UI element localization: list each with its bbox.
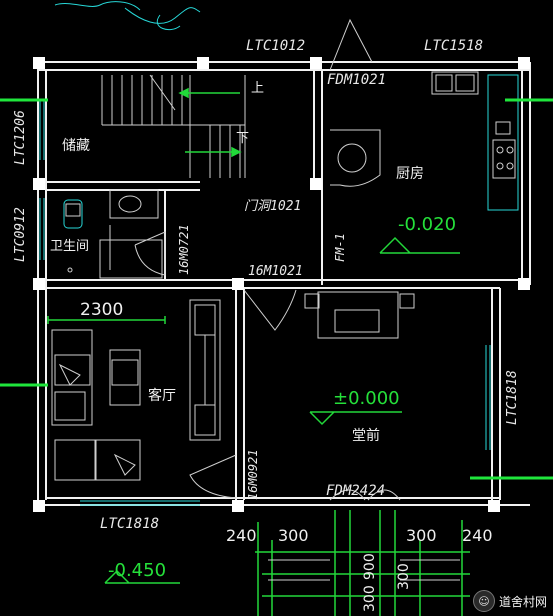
watermark: ☺ 道舍村网 xyxy=(472,590,547,612)
right-window xyxy=(485,345,491,450)
door-label-fm: FM-1 xyxy=(333,233,347,262)
watermark-text: 道舍村网 xyxy=(498,594,547,609)
level-label-hall: ±0.000 xyxy=(333,388,400,409)
room-label-kitchen: 厨房 xyxy=(396,166,424,182)
window-label-top-right: LTC1518 xyxy=(424,38,483,54)
dimension-label-300-right: 300 xyxy=(406,526,437,545)
main-door-swing xyxy=(329,489,401,501)
dimension-label-900-vertical: 900 xyxy=(362,553,378,580)
window-label-bottom: LTC1818 xyxy=(100,516,159,532)
door-label-bath: 16M0721 xyxy=(177,224,191,275)
dimension-label-300-vertical-1: 300 xyxy=(362,585,378,612)
door-label-main: FDM2424 xyxy=(326,483,385,499)
green-marks xyxy=(0,98,553,480)
window-label-top-left: LTC1012 xyxy=(246,38,305,54)
living-door-swing xyxy=(189,289,297,499)
stair-label-up: 上 xyxy=(251,81,264,96)
walls xyxy=(37,61,531,506)
stair-label-down: 下 xyxy=(236,131,249,146)
bottom-window xyxy=(80,500,200,506)
dimension-label-300-left: 300 xyxy=(278,526,309,545)
stair-arrows xyxy=(178,87,242,158)
room-label-bath: 卫生间 xyxy=(50,239,89,254)
stair-step-lines xyxy=(268,559,460,581)
dimension-living xyxy=(47,316,166,324)
room-label-living: 客厅 xyxy=(148,387,176,404)
kitchen-door-swing xyxy=(329,18,381,187)
garden-decoration xyxy=(54,1,201,30)
left-windows xyxy=(39,100,45,260)
door-label-center: 16M1021 xyxy=(248,264,303,279)
level-label-outside: -0.450 xyxy=(108,560,166,581)
door-label-opening: 门洞1021 xyxy=(244,199,301,214)
dimension-label-240-left: 240 xyxy=(226,526,257,545)
dimension-label-240-right: 240 xyxy=(462,526,493,545)
living-furniture xyxy=(51,299,221,481)
window-label-right: LTC1818 xyxy=(505,370,520,425)
wechat-icon: ☺ xyxy=(472,590,495,612)
front-steps xyxy=(255,510,470,616)
staircase xyxy=(101,74,246,178)
door-label-kitchen: FDM1021 xyxy=(327,72,386,88)
room-label-hall: 堂前 xyxy=(352,427,380,444)
dimension-label-living: 2300 xyxy=(80,300,123,320)
level-label-kitchen: -0.020 xyxy=(398,214,456,235)
bathroom-fixtures xyxy=(63,189,166,279)
window-label-left-lower: LTC0912 xyxy=(13,207,28,262)
hall-furniture xyxy=(304,291,415,339)
dimension-label-300-vertical-2: 300 xyxy=(396,563,412,590)
window-label-left-upper: LTC1206 xyxy=(13,110,28,165)
level-symbols xyxy=(104,236,460,584)
door-label-living: 16M0921 xyxy=(246,449,260,500)
kitchen-fixtures xyxy=(431,71,519,211)
room-label-storage: 储藏 xyxy=(62,138,90,154)
columns xyxy=(33,57,530,512)
